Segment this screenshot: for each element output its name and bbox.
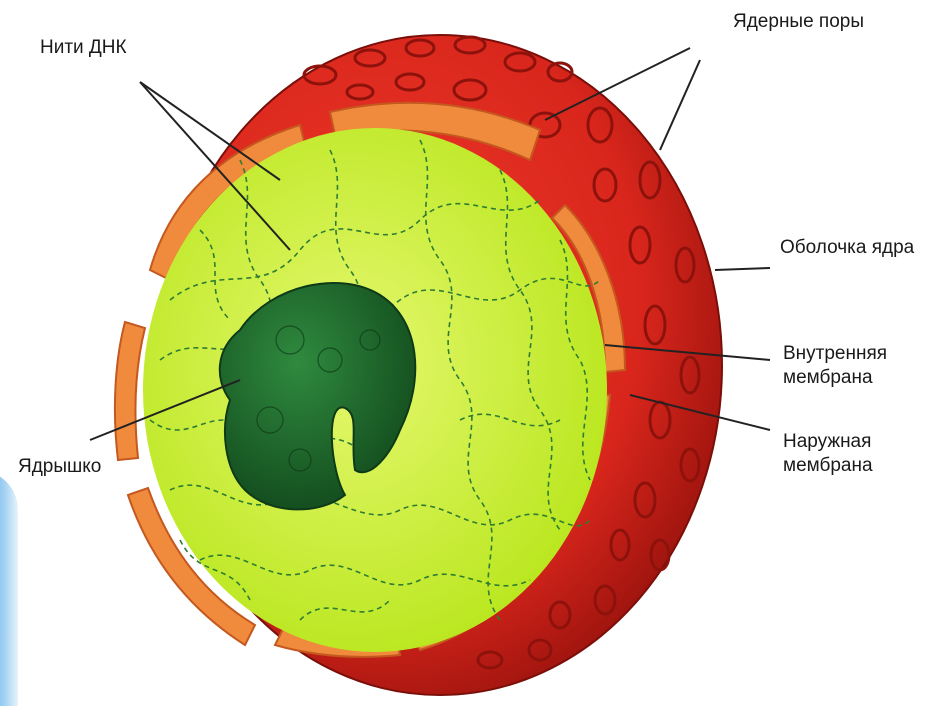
label-nuclear-pores: Ядерные поры bbox=[733, 10, 864, 34]
label-nucleolus: Ядрышко bbox=[18, 455, 101, 479]
label-outer-membrane: Наружная мембрана bbox=[783, 430, 873, 478]
label-outer-membrane-line1: Наружная bbox=[783, 430, 873, 454]
label-nuclear-envelope: Оболочка ядра bbox=[780, 236, 914, 260]
label-inner-membrane-line2: мембрана bbox=[783, 366, 887, 390]
label-outer-membrane-line2: мембрана bbox=[783, 454, 873, 478]
label-inner-membrane-line1: Внутренняя bbox=[783, 342, 887, 366]
label-inner-membrane: Внутренняя мембрана bbox=[783, 342, 887, 390]
label-dna-threads: Нити ДНК bbox=[40, 36, 127, 60]
